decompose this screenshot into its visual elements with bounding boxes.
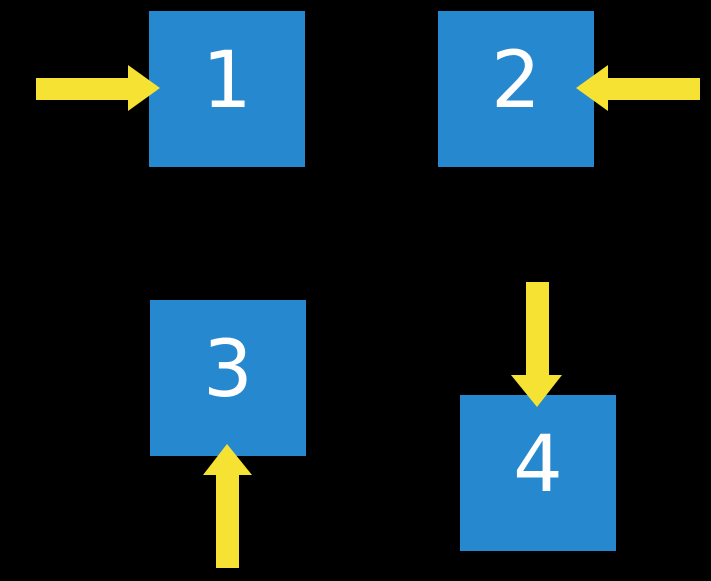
square-2-label: 2: [491, 36, 541, 126]
square-4: 4: [460, 395, 616, 551]
arrow-right-icon: [36, 65, 160, 111]
arrow-up-icon: [203, 444, 252, 568]
square-2: 2: [438, 11, 594, 167]
square-3: 3: [150, 300, 306, 456]
square-1-label: 1: [202, 36, 252, 126]
arrow-down-icon: [511, 282, 562, 407]
square-3-label: 3: [203, 325, 253, 415]
square-1: 1: [149, 11, 305, 167]
arrow-left-icon: [576, 65, 700, 111]
square-4-label: 4: [513, 420, 563, 510]
